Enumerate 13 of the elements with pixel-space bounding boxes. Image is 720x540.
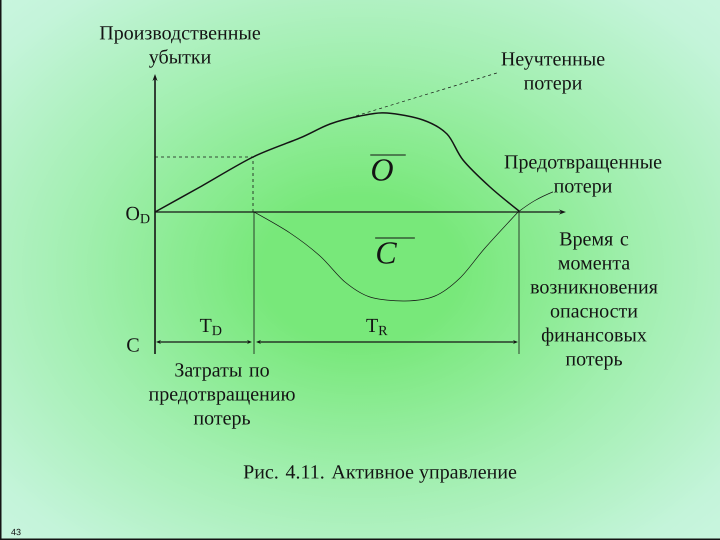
figure-caption: Рис. 4.11. Активное управление [244, 465, 516, 483]
interval-label: T$_{D}$ [200, 318, 222, 336]
annotation-text: Затраты по предотвращению потерь [148, 363, 295, 429]
axis-label: Производственные убытки [100, 26, 260, 68]
annotation-label: Неучтенные потери [501, 52, 604, 94]
axis-label: Время с момента возникновения опасности финансовых потерь [530, 232, 658, 370]
point-label: C [127, 338, 139, 352]
point-label: O$_{D}$ [126, 206, 150, 224]
leader-line [352, 72, 498, 118]
leader-line [518, 192, 554, 212]
page-number: 43 [11, 528, 21, 536]
interval-label: T$_{R}$ [366, 318, 388, 336]
annotation-label: Предотвращенные потери [504, 155, 662, 197]
